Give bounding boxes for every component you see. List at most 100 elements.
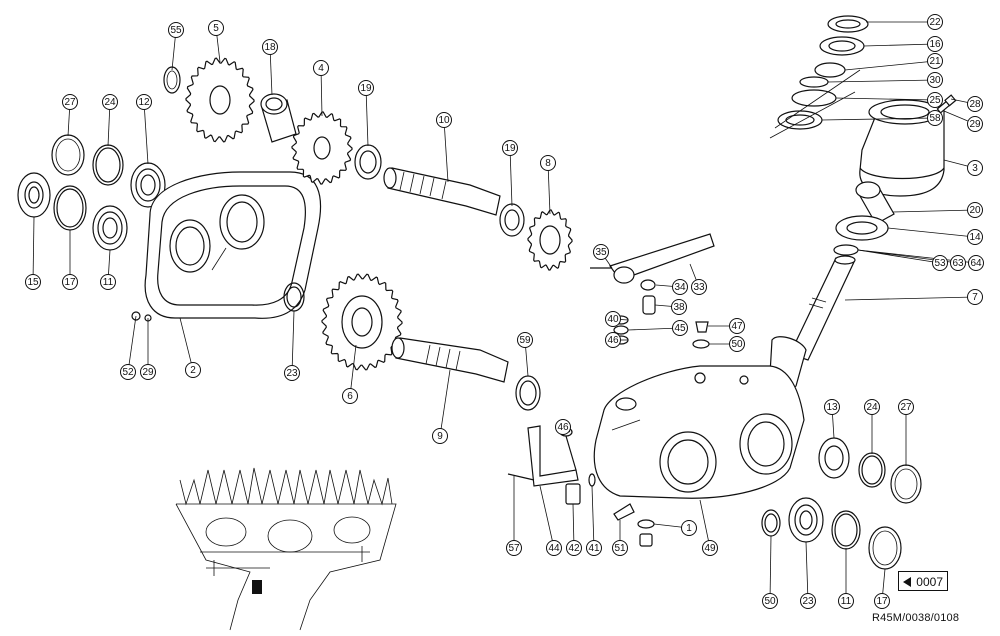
callout-label: 5 (213, 23, 219, 34)
callout-5: 5 (208, 20, 224, 36)
callout-label: 50 (731, 339, 743, 350)
callout-8: 8 (540, 155, 556, 171)
callout-49: 49 (702, 540, 718, 556)
callout-label: 7 (972, 292, 978, 303)
callout-label: 27 (900, 402, 912, 413)
callout-label: 8 (545, 158, 551, 169)
callout-19: 19 (502, 140, 518, 156)
bushing-18 (260, 93, 297, 143)
plug-49 (639, 533, 653, 547)
callout-label: 24 (866, 402, 878, 413)
callout-label: 58 (929, 113, 941, 124)
callout-label: 17 (876, 596, 888, 607)
callout-label: 27 (64, 97, 76, 108)
leader-line (769, 535, 772, 602)
leader-line (349, 344, 357, 397)
gear-4 (291, 111, 353, 185)
callout-label: 4 (318, 63, 324, 74)
callout-24: 24 (102, 94, 118, 110)
callout-18: 18 (262, 39, 278, 55)
callout-58: 58 (927, 110, 943, 126)
callout-45: 45 (672, 320, 688, 336)
bushing-20 (855, 181, 895, 225)
callout-17: 17 (874, 593, 890, 609)
callout-30: 30 (927, 72, 943, 88)
bearing-13 (818, 437, 850, 479)
callout-1: 1 (681, 520, 697, 536)
callout-40: 40 (605, 311, 621, 327)
leader-line (269, 46, 273, 96)
callout-label: 46 (607, 335, 619, 346)
callout-label: 2 (190, 365, 196, 376)
leader-line (835, 97, 936, 101)
callout-label: 51 (614, 543, 626, 554)
ring-59 (515, 375, 541, 411)
seal-15 (17, 172, 51, 218)
callout-64: 64 (968, 255, 984, 271)
reference-label: 0007 (916, 575, 943, 589)
callout-11: 11 (838, 593, 854, 609)
pin-38 (642, 295, 656, 315)
reference-badge: 0007 (898, 571, 948, 591)
callout-63: 63 (950, 255, 966, 271)
callout-55: 55 (168, 22, 184, 38)
washer-50-top (692, 339, 710, 349)
leader-line (827, 79, 936, 83)
callout-28: 28 (967, 96, 983, 112)
ring-26 (868, 526, 902, 570)
callout-38: 38 (671, 299, 687, 315)
callout-label: 23 (286, 368, 298, 379)
callout-20: 20 (967, 202, 983, 218)
callout-label: 24 (104, 97, 116, 108)
callout-label: 14 (969, 232, 981, 243)
callout-46: 46 (555, 419, 571, 435)
callout-label: 53 (934, 258, 946, 269)
callout-46: 46 (605, 332, 621, 348)
leader-line (887, 227, 976, 238)
gear-6 (321, 273, 403, 371)
callout-label: 34 (674, 282, 686, 293)
leader-line (699, 499, 711, 549)
callout-label: 19 (360, 83, 372, 94)
callout-label: 17 (64, 277, 76, 288)
callout-53: 53 (932, 255, 948, 271)
callout-label: 19 (504, 143, 516, 154)
callout-29: 29 (140, 364, 156, 380)
callout-24: 24 (864, 399, 880, 415)
callout-7: 7 (967, 289, 983, 305)
callout-label: 29 (969, 119, 981, 130)
callout-label: 38 (673, 302, 685, 313)
ring-27 (51, 134, 85, 176)
bevel-gear-8 (527, 209, 573, 271)
top-bearing-stack (769, 15, 869, 139)
callout-19: 19 (358, 80, 374, 96)
callout-22: 22 (927, 14, 943, 30)
callout-4: 4 (313, 60, 329, 76)
leader-line (844, 60, 936, 71)
callout-label: 21 (929, 56, 941, 67)
callout-13: 13 (824, 399, 840, 415)
callout-27: 27 (62, 94, 78, 110)
leader-line (821, 117, 936, 121)
leader-line (439, 369, 451, 437)
callout-label: 52 (122, 367, 134, 378)
callout-label: 25 (929, 95, 941, 106)
washer-50-lower (637, 519, 655, 529)
circlip-24 (92, 144, 124, 186)
spacer-19-top (354, 144, 382, 180)
bolt-28 (936, 94, 957, 114)
callout-label: 59 (519, 335, 531, 346)
arrow-left-icon (903, 577, 911, 587)
bearing-11-right (788, 497, 824, 543)
callout-label: 3 (972, 163, 978, 174)
machine-thumbnail (175, 467, 397, 631)
leader-line (547, 162, 551, 215)
leader-line (179, 317, 194, 371)
pin-41 (588, 473, 596, 487)
callout-label: 64 (970, 258, 982, 269)
callout-label: 6 (347, 391, 353, 402)
callout-10: 10 (436, 112, 452, 128)
callout-17: 17 (62, 274, 78, 290)
